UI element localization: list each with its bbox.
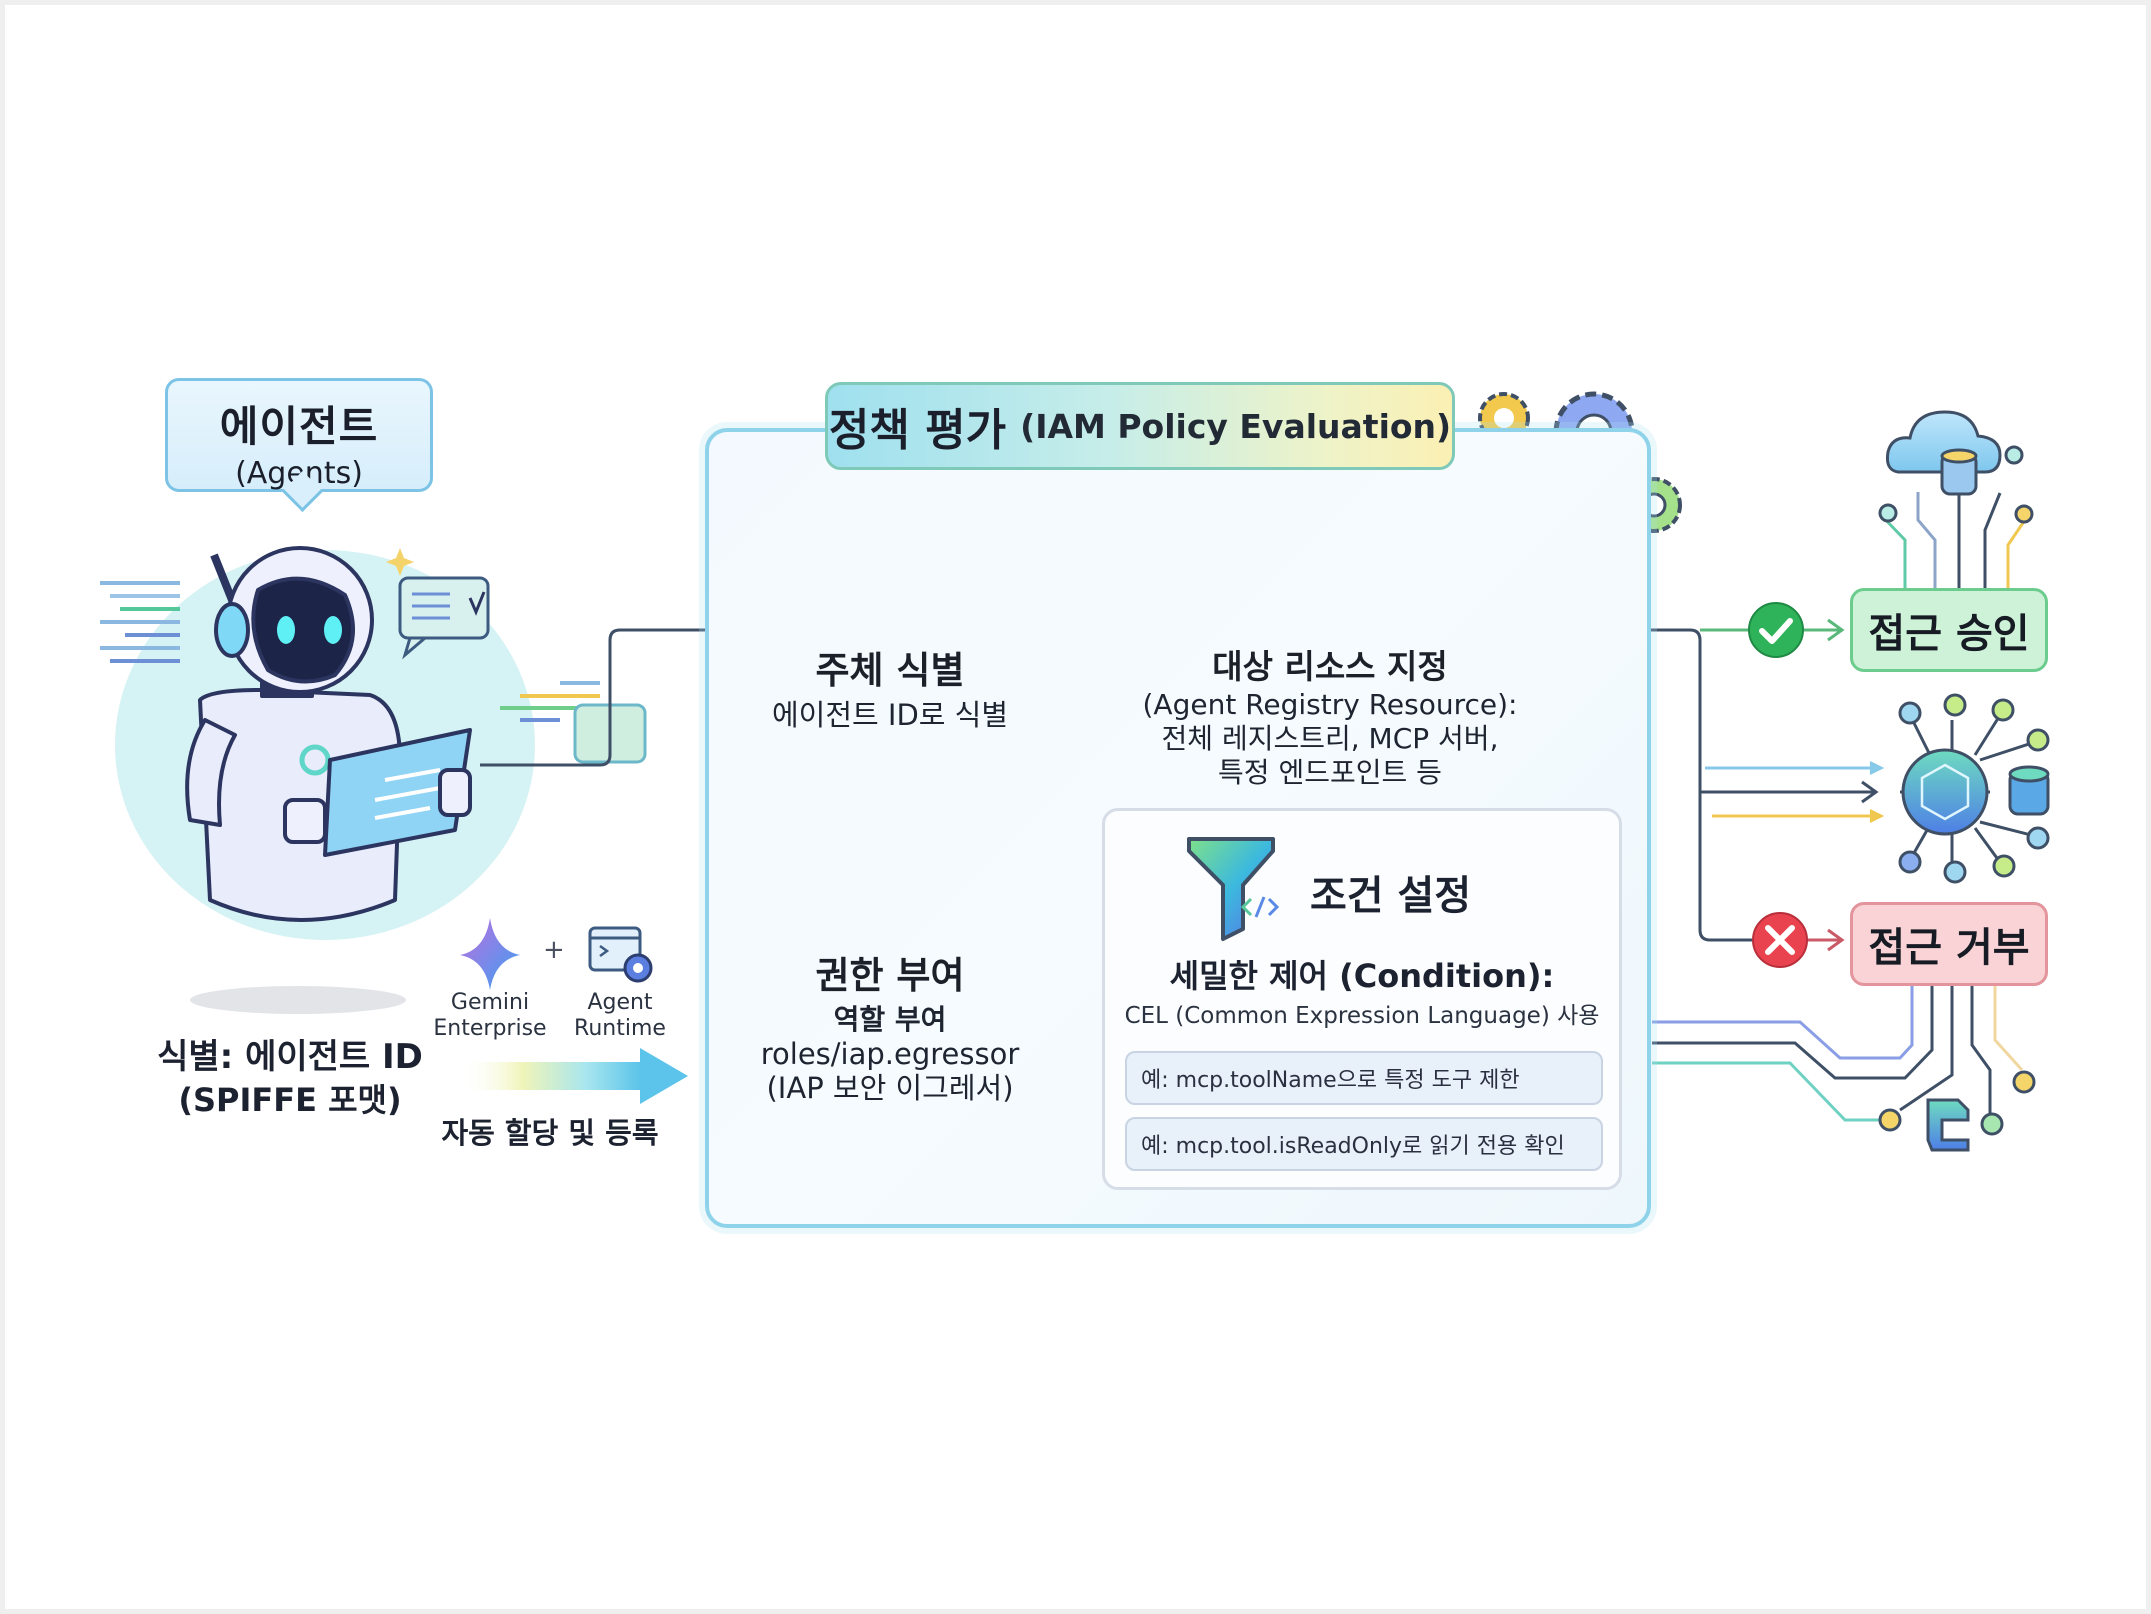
role-line-2: roles/iap.egressor: [760, 1037, 1020, 1071]
condition-sub: CEL (Common Expression Language) 사용: [1124, 1003, 1600, 1029]
auto-assign-label: 자동 할당 및 등록: [441, 1116, 659, 1150]
funnel-code-icon: [1187, 837, 1280, 941]
connector-to-hub-2: [1700, 780, 1879, 804]
chat-bubble-icon: [398, 576, 490, 660]
gemini-enterprise-label: Gemini Enterprise: [420, 990, 560, 1042]
deny-x-icon: [1752, 912, 1808, 968]
gemini-label-line1: Gemini: [450, 990, 530, 1015]
agent-id-label: 식별: 에이전트 ID (SPIFFE 포맷): [140, 1035, 440, 1121]
role-title: 권한 부여: [815, 954, 965, 997]
agent-id-title: 식별: 에이전트 ID: [157, 1037, 423, 1077]
runtime-label-line2: Runtime: [574, 1016, 666, 1041]
resource-line-1: (Agent Registry Resource):: [1142, 688, 1518, 721]
gemini-star-icon: [460, 918, 520, 990]
approve-check-icon: [1748, 602, 1804, 658]
principal-step: 주체 식별 에이전트 ID로 식별: [740, 640, 1040, 732]
agent-id-format: (SPIFFE 포맷): [178, 1081, 402, 1119]
access-denied-badge: 접근 거부: [1850, 902, 2048, 986]
role-line-3: (IAP 보안 이그레서): [766, 1071, 1014, 1105]
condition-example-1: 예: mcp.toolName으로 특정 도구 제한: [1125, 1051, 1603, 1105]
deny-circuit-icon: [1652, 985, 2036, 1152]
agents-label-bubble: 에이전트 (Agents): [165, 378, 433, 492]
sparkle-icon: [386, 548, 414, 576]
access-approved-badge: 접근 승인: [1850, 588, 2048, 672]
resource-title: 대상 리소스 지정: [1212, 647, 1448, 686]
policy-title-ko: 정책 평가: [828, 405, 1007, 456]
agents-title: 에이전트: [219, 402, 379, 451]
condition-heading: 세밀한 제어 (Condition):: [1169, 957, 1555, 995]
robot-agent-illustration: [185, 546, 472, 922]
role-line-1: 역할 부여: [833, 1003, 947, 1036]
agents-subtitle: (Agents): [235, 456, 363, 491]
condition-panel: 조건 설정 세밀한 제어 (Condition): CEL (Common Ex…: [1102, 808, 1622, 1190]
connector-agent-to-principal: [480, 628, 748, 767]
arrow-to-deny: [1805, 928, 1845, 952]
principal-sub: 에이전트 ID로 식별: [771, 698, 1009, 732]
mcp-hub-icon: [1898, 693, 2050, 884]
auto-assign-arrow: [460, 1048, 688, 1104]
policy-title-pill: 정책 평가 (IAM Policy Evaluation): [825, 382, 1455, 470]
connector-resource-to-outcomes: [1545, 628, 1752, 942]
policy-title-en: (IAM Policy Evaluation): [1020, 406, 1452, 446]
code-lines-decor: [100, 581, 180, 663]
agent-runtime-icon: [588, 926, 653, 983]
resource-line-3: 특정 엔드포인트 등: [1218, 756, 1442, 789]
agent-runtime-label: Agent Runtime: [570, 990, 670, 1042]
condition-title: 조건 설정: [1310, 873, 1472, 919]
plus-label: +: [543, 935, 565, 965]
gemini-label-line2: Enterprise: [433, 1016, 547, 1041]
arrow-to-approve: [1798, 618, 1845, 642]
runtime-label-line1: Agent: [587, 990, 653, 1015]
role-step: 권한 부여 역할 부여 roles/iap.egressor (IAP 보안 이…: [735, 945, 1045, 1105]
condition-example-2: 예: mcp.tool.isReadOnly로 읽기 전용 확인: [1125, 1117, 1603, 1171]
resource-line-2: 전체 레지스트리, MCP 서버,: [1161, 722, 1499, 755]
robot-shadow: [190, 986, 406, 1014]
principal-title: 주체 식별: [815, 649, 965, 692]
resource-step: 대상 리소스 지정 (Agent Registry Resource): 전체 …: [1110, 640, 1550, 790]
cloud-circuit-icon: [1878, 410, 2034, 588]
